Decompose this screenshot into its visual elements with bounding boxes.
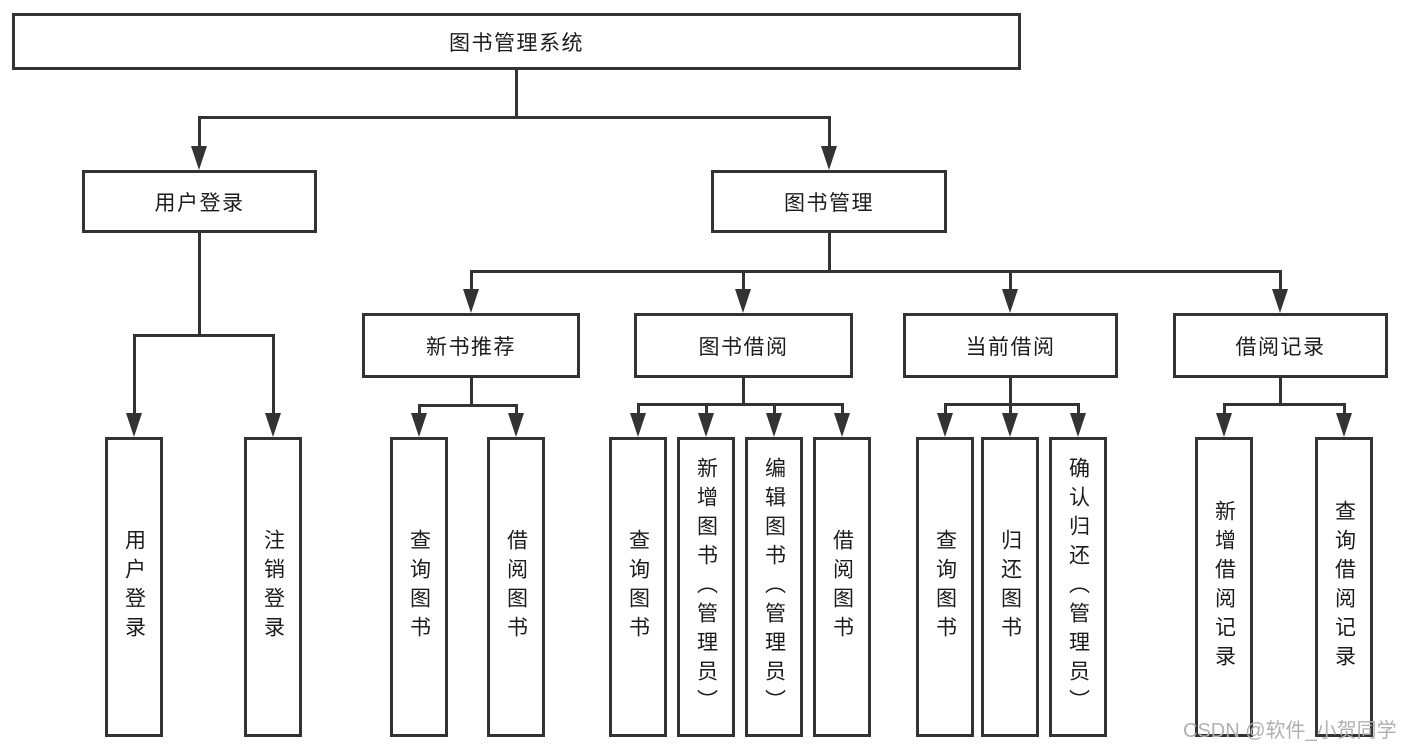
node-label: 查询图书	[626, 529, 650, 645]
connector-line	[1223, 403, 1346, 406]
node-label: 查询图书	[933, 529, 957, 645]
leaf-borrow-books: 借阅图书	[813, 437, 871, 737]
connector-line	[1009, 377, 1012, 405]
node-current-borrowing: 当前借阅	[903, 313, 1118, 378]
node-label: 当前借阅	[965, 335, 1056, 359]
leaf-add-borrow-record: 新增借阅记录	[1195, 437, 1253, 737]
connector-line	[133, 334, 275, 337]
arrow-down-icon	[834, 413, 850, 437]
connector-line	[742, 270, 745, 290]
arrow-down-icon	[821, 146, 837, 170]
connector-line	[705, 403, 708, 414]
leaf-logout: 注销登录	[244, 437, 302, 737]
connector-line	[944, 403, 947, 414]
connector-line	[418, 404, 518, 407]
connector-line	[1077, 403, 1080, 414]
connector-line	[742, 377, 745, 405]
node-label: 注销登录	[261, 529, 285, 645]
connector-line	[470, 270, 1282, 273]
node-label: 查询图书	[407, 529, 431, 645]
node-label: 图书管理	[784, 191, 874, 215]
arrow-down-icon	[1216, 413, 1232, 437]
leaf-edit-book-admin: 编辑图书（管理员）	[745, 437, 803, 737]
connector-line	[773, 403, 776, 414]
connector-line	[198, 233, 201, 336]
arrow-down-icon	[411, 413, 427, 437]
connector-line	[828, 116, 831, 147]
connector-line	[515, 404, 518, 414]
node-label: 归还图书	[998, 529, 1022, 645]
arrow-down-icon	[1002, 289, 1018, 313]
node-label: 编辑图书（管理员）	[762, 456, 786, 718]
node-label: 查询借阅记录	[1332, 500, 1356, 674]
connector-line	[1279, 377, 1282, 405]
leaf-query-books-recommend: 查询图书	[390, 437, 448, 737]
leaf-confirm-return-admin: 确认归还（管理员）	[1049, 437, 1107, 737]
connector-line	[418, 404, 421, 414]
arrow-down-icon	[126, 413, 142, 437]
node-label: 用户登录	[122, 529, 146, 645]
node-label: 图书管理系统	[449, 31, 584, 55]
arrow-down-icon	[1002, 413, 1018, 437]
connector-line	[637, 403, 640, 414]
connector-line	[198, 116, 831, 119]
connector-line	[944, 403, 1080, 406]
arrow-down-icon	[766, 413, 782, 437]
node-label: 图书借阅	[698, 335, 789, 359]
connector-line	[1009, 403, 1012, 414]
leaf-user-login: 用户登录	[105, 437, 163, 737]
node-book-management: 图书管理	[711, 170, 947, 233]
arrow-down-icon	[698, 413, 714, 437]
node-label: 用户登录	[154, 191, 245, 215]
arrow-down-icon	[937, 413, 953, 437]
node-book-borrowing: 图书借阅	[634, 313, 853, 378]
leaf-query-books-borrowing: 查询图书	[609, 437, 667, 737]
connector-line	[828, 233, 831, 272]
connector-line	[1223, 403, 1226, 414]
connector-line	[272, 334, 275, 414]
connector-line	[515, 69, 518, 118]
node-user-login: 用户登录	[82, 170, 317, 233]
connector-line	[198, 116, 201, 147]
connector-line	[1343, 403, 1346, 414]
csdn-watermark: CSDN @软件_小贺同学	[1183, 720, 1397, 742]
arrow-down-icon	[191, 146, 207, 170]
leaf-borrow-books-recommend: 借阅图书	[487, 437, 545, 737]
connector-line	[637, 403, 844, 406]
connector-line	[133, 334, 136, 414]
arrow-down-icon	[1272, 289, 1288, 313]
arrow-down-icon	[735, 289, 751, 313]
arrow-down-icon	[508, 413, 524, 437]
node-label: 借阅图书	[504, 529, 528, 645]
connector-line	[1279, 270, 1282, 290]
connector-line	[470, 270, 473, 290]
arrow-down-icon	[265, 413, 281, 437]
leaf-query-borrow-record: 查询借阅记录	[1315, 437, 1373, 737]
connector-line	[470, 377, 473, 406]
node-label: 新书推荐	[426, 335, 516, 359]
node-label: 确认归还（管理员）	[1066, 456, 1090, 718]
node-label: 新增图书（管理员）	[694, 456, 718, 718]
leaf-return-books: 归还图书	[981, 437, 1039, 737]
arrow-down-icon	[1336, 413, 1352, 437]
node-borrowing-records: 借阅记录	[1173, 313, 1388, 378]
node-label: 借阅图书	[830, 529, 854, 645]
node-book-management-system: 图书管理系统	[12, 13, 1021, 70]
leaf-add-book-admin: 新增图书（管理员）	[677, 437, 735, 737]
arrow-down-icon	[463, 289, 479, 313]
node-label: 新增借阅记录	[1212, 500, 1236, 674]
leaf-query-books-current: 查询图书	[916, 437, 974, 737]
arrow-down-icon	[1070, 413, 1086, 437]
arrow-down-icon	[630, 413, 646, 437]
connector-line	[1009, 270, 1012, 290]
connector-line	[841, 403, 844, 414]
node-label: 借阅记录	[1235, 335, 1326, 359]
node-new-book-recommend: 新书推荐	[362, 313, 580, 378]
